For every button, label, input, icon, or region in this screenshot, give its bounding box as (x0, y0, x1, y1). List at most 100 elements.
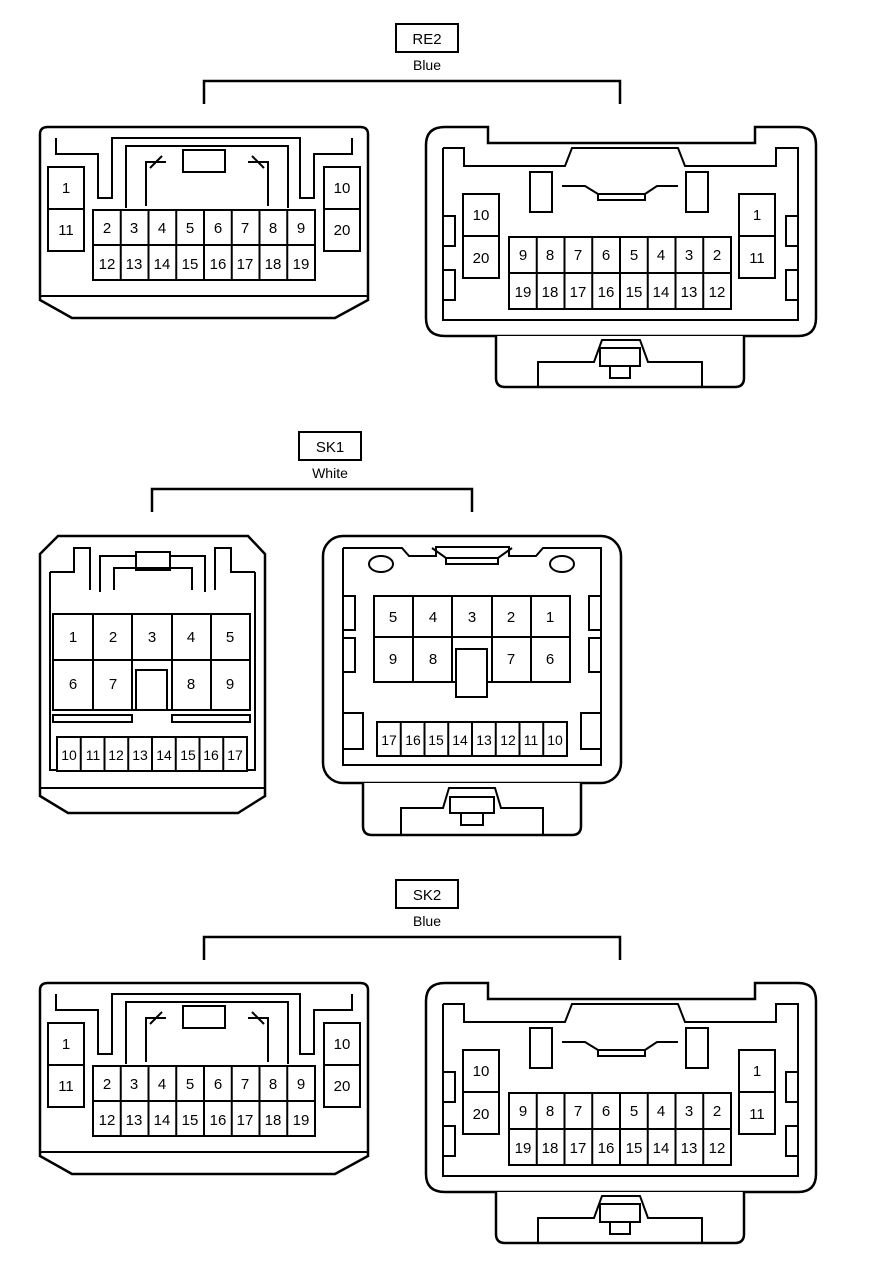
pin-grid-lines (399, 722, 545, 756)
connector-color-label: Blue (413, 57, 441, 73)
pin-row-3: 17 16 15 14 13 12 11 10 (381, 732, 563, 748)
side-notch (588, 595, 602, 631)
pin-label: 17 (237, 1112, 254, 1129)
housing-shoulder-left (50, 547, 91, 590)
latch-tab (182, 149, 226, 173)
bottom-lock-inner (537, 1195, 703, 1243)
side-notch (342, 637, 356, 673)
pin-label: 14 (452, 732, 468, 748)
pin-grid-lines (509, 237, 731, 309)
pin-label: 13 (476, 732, 492, 748)
connector-code: SK2 (413, 887, 441, 904)
pin-label: 15 (180, 747, 196, 763)
pin-label: 3 (685, 247, 693, 264)
pin-label: 2 (103, 1076, 111, 1093)
pin-label: 16 (203, 747, 219, 763)
pin-label: 8 (546, 247, 554, 264)
mount-hole (549, 555, 575, 573)
male-connector: 1 11 10 20 2 3 4 5 6 7 8 9 12 13 14 15 1… (38, 981, 370, 1176)
latch-outline (125, 145, 289, 208)
pin-label: 18 (265, 1112, 282, 1129)
pin-label: 17 (227, 747, 243, 763)
pin-label: 15 (626, 1140, 643, 1157)
pin-label: 16 (598, 284, 615, 301)
side-notch (785, 1125, 799, 1157)
pin-row-bottom: 19 18 17 16 15 14 13 12 (515, 1140, 726, 1157)
pin-row-bottom: 12 13 14 15 16 17 18 19 (99, 1112, 310, 1129)
pin-label: 11 (58, 222, 74, 239)
pin-label: 8 (269, 1076, 277, 1093)
pin-label: 9 (519, 1103, 527, 1120)
pin-row-top: 2 3 4 5 6 7 8 9 (103, 220, 305, 237)
latch-tab (445, 557, 499, 565)
connector-code-box (298, 431, 362, 461)
pin-row-2: 6 7 8 9 (69, 676, 234, 693)
pin-label: 14 (156, 747, 172, 763)
pin-label: 2 (713, 1103, 721, 1120)
pin-label: 18 (265, 256, 282, 273)
pin-label: 15 (626, 284, 643, 301)
pin-label: 4 (158, 220, 166, 237)
side-notch (442, 1071, 456, 1103)
pin-label: 13 (681, 1140, 698, 1157)
pin-label: 3 (468, 609, 476, 626)
pin-label: 20 (473, 1106, 490, 1123)
pin-row-bottom: 19 18 17 16 15 14 13 12 (515, 284, 726, 301)
housing-inner-outline (342, 546, 602, 766)
pin-label: 3 (685, 1103, 693, 1120)
housing-inner-outline (55, 993, 353, 1055)
group-bracket (202, 79, 622, 104)
latch-tab (135, 551, 171, 571)
pin-label: 12 (99, 1112, 116, 1129)
side-notch (785, 1071, 799, 1103)
pin-label: 18 (542, 1140, 559, 1157)
pin-label: 13 (132, 747, 148, 763)
latch-detail-left (145, 161, 166, 206)
pin-label: 6 (602, 247, 610, 264)
pin-label: 14 (653, 284, 670, 301)
side-notch (342, 712, 364, 750)
pin-label: 6 (602, 1103, 610, 1120)
pin-label: 17 (570, 1140, 587, 1157)
pin-label: 4 (657, 1103, 665, 1120)
pin-label: 12 (709, 284, 726, 301)
pin-label: 20 (473, 250, 490, 267)
pin-label: 9 (519, 247, 527, 264)
pin-label: 2 (109, 629, 117, 646)
pin-label: 11 (749, 1106, 765, 1123)
pin-label: 5 (186, 220, 194, 237)
pin-label: 20 (334, 1078, 351, 1095)
pin-label: 11 (86, 747, 101, 763)
pin-label: 8 (187, 676, 195, 693)
pin-label: 12 (99, 256, 116, 273)
bottom-lock-tab (449, 796, 495, 814)
female-connector: 10 20 1 11 9 8 7 6 5 4 3 2 19 18 17 16 1… (424, 125, 818, 389)
pin-label: 2 (507, 609, 515, 626)
pin-label: 9 (226, 676, 234, 693)
pin-label: 5 (630, 247, 638, 264)
pin-label: 16 (210, 256, 227, 273)
connector-group-sk2: SK2 Blue 1 11 10 20 2 3 (38, 879, 818, 1245)
pin-label: 3 (130, 1076, 138, 1093)
side-notch (785, 215, 799, 247)
pin-label: 3 (130, 220, 138, 237)
pin-row-top: 9 8 7 6 5 4 3 2 (519, 1103, 721, 1120)
pin-label: 5 (226, 629, 234, 646)
side-notch (588, 637, 602, 673)
connector-group-sk1: SK1 White 1 2 3 (38, 431, 623, 837)
latch-diagonal-left (149, 155, 163, 169)
latch-detail-right (248, 1017, 269, 1062)
pin-label: 8 (429, 651, 437, 668)
pin-label: 6 (214, 1076, 222, 1093)
female-connector: 5 4 3 2 1 9 8 7 6 17 16 15 14 13 12 11 1… (321, 534, 623, 837)
guide-slot (529, 171, 553, 213)
side-notch (442, 269, 456, 301)
pin-label: 19 (293, 1112, 310, 1129)
pin-label: 15 (182, 1112, 199, 1129)
connector-group-re2: RE2 Blue 1 11 10 20 2 3 (38, 23, 818, 389)
guide-slot (685, 171, 709, 213)
pin-label: 9 (297, 1076, 305, 1093)
pin-row-top: 2 3 4 5 6 7 8 9 (103, 1076, 305, 1093)
pin-label: 15 (182, 256, 199, 273)
bottom-lock-inner (400, 787, 544, 835)
